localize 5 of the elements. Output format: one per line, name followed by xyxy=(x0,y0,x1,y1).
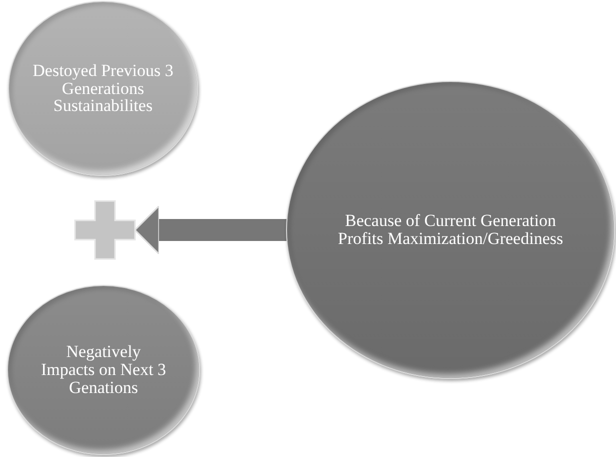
node-text: Destoyed Previous 3 Generations Sustainabilites xyxy=(32,62,174,116)
node-text: Negatively Impacts on Next 3 Genations xyxy=(40,343,168,397)
node-text: Because of Current Generation Profits Maximization/Greediness xyxy=(336,212,564,248)
block-arrow xyxy=(134,205,289,255)
plus-sign xyxy=(75,201,135,259)
